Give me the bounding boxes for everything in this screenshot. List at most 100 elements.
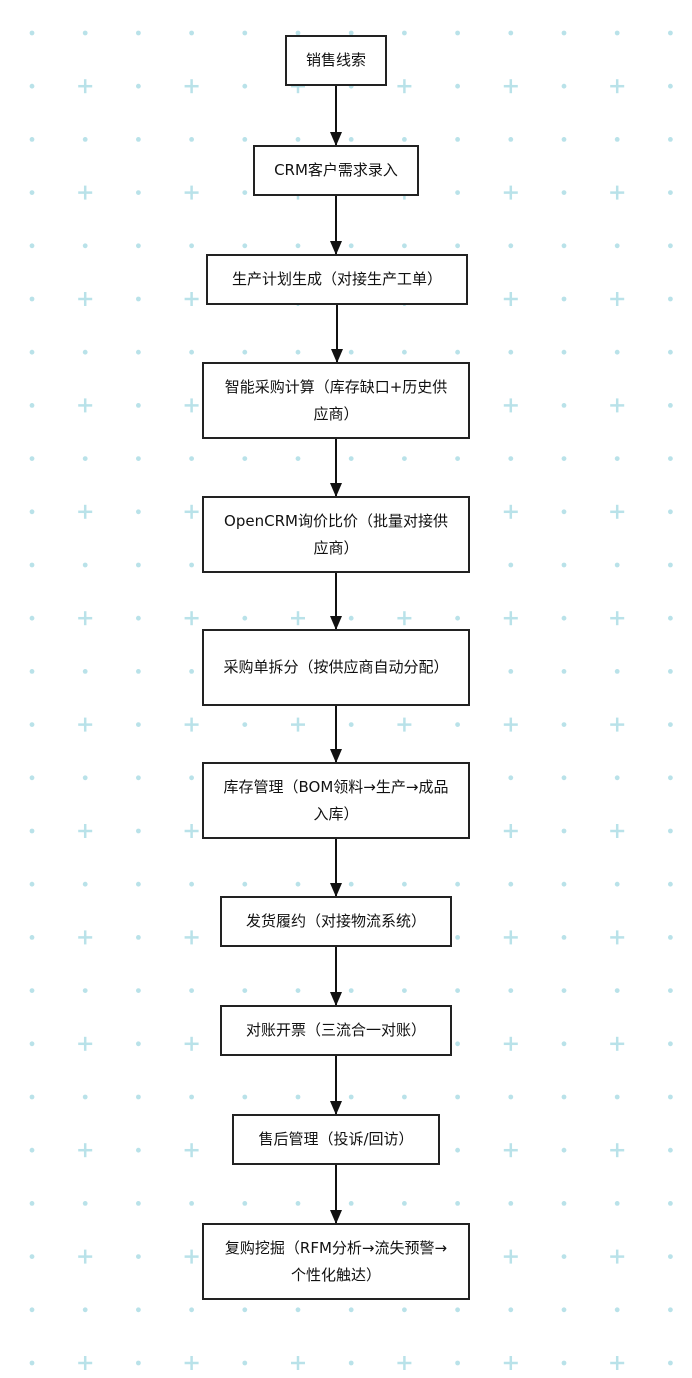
grid-plus <box>610 398 625 413</box>
grid-dot <box>508 349 514 355</box>
grid-dot <box>82 456 88 461</box>
grid-plus <box>503 398 518 413</box>
grid-dot <box>561 456 567 461</box>
grid-dot <box>668 1360 673 1366</box>
grid-dot <box>614 1201 620 1206</box>
grid-dot <box>136 1147 141 1153</box>
grid-dot <box>82 562 88 568</box>
grid-dot <box>242 1360 248 1366</box>
grid-dot <box>561 828 567 834</box>
grid-dot <box>29 1041 35 1047</box>
grid-dot <box>561 1360 567 1366</box>
grid-dot <box>82 1201 88 1206</box>
grid-dot <box>82 669 88 674</box>
grid-plus <box>503 1356 518 1370</box>
grid-dot <box>136 83 141 89</box>
grid-dot <box>402 881 407 887</box>
grid-dot <box>136 403 141 408</box>
grid-dot <box>242 190 248 196</box>
grid-plus <box>610 1036 625 1051</box>
grid-dot <box>614 137 620 142</box>
grid-plus <box>78 398 93 413</box>
grid-dot <box>242 349 248 355</box>
grid-plus <box>78 611 93 626</box>
grid-dot <box>561 137 567 142</box>
grid-dot <box>136 722 141 727</box>
grid-dot <box>668 349 673 355</box>
grid-dot <box>561 615 567 621</box>
grid-dot <box>455 935 460 940</box>
grid-dot <box>136 296 141 302</box>
grid-dot <box>189 456 195 461</box>
grid-dot <box>348 881 354 887</box>
grid-dot <box>189 1201 195 1206</box>
grid-dot <box>29 30 35 36</box>
grid-plus <box>78 1356 93 1370</box>
grid-dot <box>561 1201 567 1206</box>
grid-dot <box>455 190 460 196</box>
grid-dot <box>29 988 35 993</box>
grid-dot <box>561 881 567 887</box>
grid-dot <box>668 403 673 408</box>
grid-dot <box>242 722 248 727</box>
node-production-plan: 生产计划生成（对接生产工单） <box>206 254 468 305</box>
grid-dot <box>561 190 567 196</box>
grid-dot <box>508 669 514 674</box>
grid-plus <box>397 611 412 626</box>
grid-plus <box>78 930 93 945</box>
grid-dot <box>82 243 88 249</box>
node-repurchase-mining: 复购挖掘（RFM分析→流失预警→个性化触达） <box>202 1223 470 1300</box>
grid-dot <box>82 1094 88 1100</box>
grid-plus <box>78 824 93 838</box>
grid-dot <box>242 988 248 993</box>
grid-plus <box>184 824 199 838</box>
grid-dot <box>508 881 514 887</box>
grid-dot <box>348 243 354 249</box>
grid-plus <box>397 79 412 94</box>
grid-dot <box>136 349 141 355</box>
grid-dot <box>614 881 620 887</box>
grid-dot <box>136 935 141 940</box>
grid-dot <box>508 137 514 142</box>
grid-dot <box>561 669 567 674</box>
grid-dot <box>136 1360 141 1366</box>
grid-plus <box>503 292 518 306</box>
grid-dot <box>189 30 195 36</box>
grid-dot <box>508 1201 514 1206</box>
grid-plus <box>184 79 199 94</box>
grid-dot <box>136 615 141 621</box>
grid-dot <box>561 935 567 940</box>
grid-dot <box>348 137 354 142</box>
grid-plus <box>184 504 199 519</box>
grid-dot <box>295 1201 301 1206</box>
grid-plus <box>503 717 518 732</box>
grid-plus <box>78 717 93 732</box>
grid-dot <box>668 935 673 940</box>
grid-dot <box>136 1307 141 1313</box>
grid-dot <box>29 935 35 940</box>
grid-plus <box>610 292 625 306</box>
grid-dot <box>402 349 407 355</box>
grid-plus <box>78 1143 93 1158</box>
grid-dot <box>189 243 195 249</box>
grid-dot <box>82 137 88 142</box>
grid-dot <box>561 1041 567 1047</box>
grid-dot <box>29 83 35 89</box>
grid-dot <box>136 1201 141 1206</box>
grid-plus <box>184 1249 199 1264</box>
grid-dot <box>29 775 35 781</box>
grid-dot <box>136 243 141 249</box>
grid-dot <box>561 349 567 355</box>
grid-dot <box>136 1094 141 1100</box>
grid-plus <box>78 1249 93 1264</box>
grid-dot <box>561 722 567 727</box>
grid-dot <box>668 1094 673 1100</box>
grid-plus <box>503 930 518 945</box>
grid-dot <box>136 1254 141 1259</box>
grid-dot <box>29 1307 35 1313</box>
grid-dot <box>614 562 620 568</box>
grid-dot <box>295 243 301 249</box>
grid-dot <box>82 988 88 993</box>
grid-dot <box>29 349 35 355</box>
grid-dot <box>348 1201 354 1206</box>
